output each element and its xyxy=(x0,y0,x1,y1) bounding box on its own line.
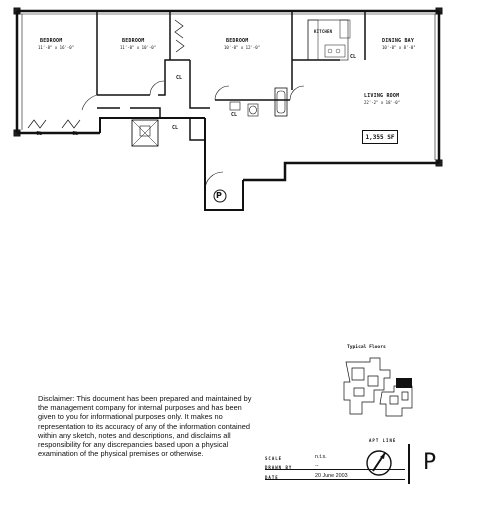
room-dim-bedroom-3: 10'-0" x 12'-0" xyxy=(224,45,261,50)
closet-label: CL xyxy=(231,112,238,118)
room-name-living-room: LIVING ROOM xyxy=(364,93,400,99)
title-block-divider xyxy=(408,444,410,484)
room-dim-dining-bay: 10'-0" x 8'-0" xyxy=(382,45,416,50)
closet-label: CL xyxy=(172,125,179,131)
title-block-rule xyxy=(265,479,405,480)
apt-line-value: P xyxy=(423,450,437,475)
room-name-bedroom-3: BEDROOM xyxy=(226,38,249,44)
floor-plan: BEDROOM 11'-8" x 16'-0" BEDROOM 11'-0" x… xyxy=(0,0,479,230)
room-name-bedroom-2: BEDROOM xyxy=(122,38,145,44)
drawn-by-label: DRAWN BY xyxy=(265,465,293,470)
closet-label: CL xyxy=(72,131,79,137)
closet-label: CL xyxy=(176,75,183,81)
area-badge: 1,355 SF xyxy=(362,130,398,144)
room-dim-living-room: 22'-2" x 18'-0" xyxy=(364,100,401,105)
date-value: 20 June 2003 xyxy=(315,473,348,479)
room-dim-bedroom-2: 11'-0" x 10'-0" xyxy=(120,45,157,50)
closet-label: CL xyxy=(350,54,357,60)
date-label: DATE xyxy=(265,475,279,480)
keyplan-diagram xyxy=(343,357,413,417)
keyplan-highlight xyxy=(396,378,412,388)
room-name-dining-bay: DINING BAY xyxy=(382,38,415,44)
keyplan-title: Typical Floors xyxy=(347,345,386,350)
scale-label: SCALE xyxy=(265,456,283,461)
apt-line-label: APT LINE xyxy=(369,438,397,443)
elevator-mark: P xyxy=(216,191,222,200)
closet-label: CL xyxy=(36,131,43,137)
room-dim-bedroom-1: 11'-8" x 16'-0" xyxy=(38,45,75,50)
room-name-kitchen: KITCHEN xyxy=(314,29,333,34)
disclaimer-text: Disclaimer: This document has been prepa… xyxy=(38,394,252,459)
title-block: SCALE n.t.s. DRAWN BY -- DATE 20 June 20… xyxy=(265,444,461,484)
room-name-bedroom-1: BEDROOM xyxy=(40,38,63,44)
scale-value: n.t.s. xyxy=(315,454,327,460)
north-arrow-icon xyxy=(366,450,392,476)
floor-plan-drawing xyxy=(13,7,443,211)
drawn-by-value: -- xyxy=(315,463,319,469)
title-block-rule xyxy=(265,469,405,470)
